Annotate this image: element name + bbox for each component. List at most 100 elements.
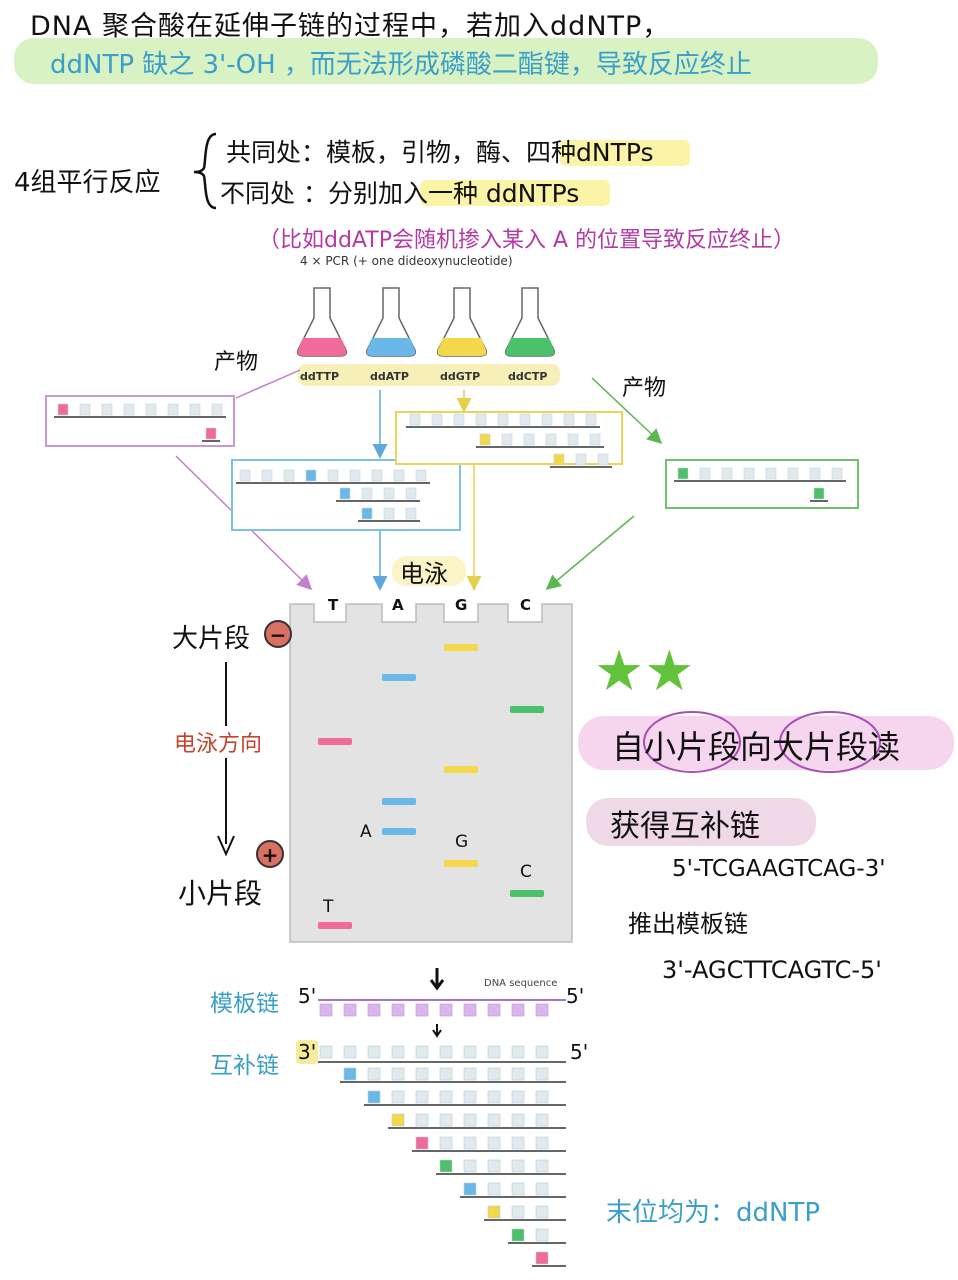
template-base — [439, 1003, 453, 1017]
fragment-cell — [327, 469, 339, 482]
flask-label-ddatp: ddATP — [370, 370, 409, 383]
fragment-cell — [743, 467, 755, 480]
header-line-1: DNA 聚合酸在延伸子链的过程中，若加入ddNTP， — [30, 11, 671, 42]
flask-ddgtp — [436, 287, 488, 357]
fragment-cell — [501, 433, 513, 446]
fragment-cell — [339, 487, 351, 500]
fragment-cell — [371, 469, 383, 482]
fragment-cell — [523, 433, 535, 446]
product-fragments — [45, 395, 859, 531]
ladder-base — [487, 1067, 501, 1081]
fragment-cell — [167, 403, 179, 416]
complement-base — [463, 1045, 477, 1059]
ladder-base — [463, 1113, 477, 1127]
down-arrow-small-icon — [432, 1024, 442, 1038]
template-base — [487, 1003, 501, 1017]
template-base — [391, 1003, 405, 1017]
fragment-cell — [453, 413, 465, 426]
ladder-base — [511, 1182, 525, 1196]
flask-label-ddgtp: ddGTP — [440, 370, 480, 383]
read-rule-text: 自小片段向大片段读 — [612, 728, 901, 766]
ladder-base — [511, 1228, 525, 1242]
fragment-cell — [589, 433, 601, 446]
ladder-base — [367, 1090, 381, 1104]
complement-base — [391, 1045, 405, 1059]
read-rule-highlight — [578, 716, 954, 770]
fragment-cell — [57, 403, 69, 416]
complement-strand-label: 互补链 — [210, 1053, 279, 1079]
fragment-cell — [585, 413, 597, 426]
header-highlight — [14, 38, 878, 84]
fragment-cell — [189, 403, 201, 416]
common-text: 共同处：模板，引物，酶、四种dNTPs — [226, 138, 654, 167]
product-box-t — [45, 395, 235, 447]
arrow-c-to-gel — [545, 515, 635, 590]
ladder-base — [415, 1113, 429, 1127]
flask-label-ddctp: ddCTP — [508, 370, 547, 383]
sequencing-ladder — [318, 968, 566, 1267]
flask-label-ddttp: ddTTP — [300, 370, 339, 383]
complement-sequence: 5'-TCGAAGTCAG-3' — [672, 856, 886, 882]
dna-sequence-caption: DNA sequence — [484, 978, 558, 989]
electrophoresis-highlight — [392, 556, 466, 586]
ladder-base — [463, 1136, 477, 1150]
fragment-cell — [831, 467, 843, 480]
band-label-c: C — [520, 862, 532, 882]
get-complement-text: 获得互补链 — [610, 809, 760, 844]
ladder-base — [463, 1067, 477, 1081]
fragment-cell — [699, 467, 711, 480]
ladder-base — [535, 1228, 549, 1242]
flask-ddatp — [365, 287, 417, 357]
fragment-cell — [541, 413, 553, 426]
fragment-cell — [813, 487, 825, 500]
ladder-base — [535, 1067, 549, 1081]
template-base — [319, 1003, 333, 1017]
fragment-cell — [567, 433, 579, 446]
ladder-base — [535, 1182, 549, 1196]
complement-base — [415, 1045, 429, 1059]
ladder-base — [511, 1067, 525, 1081]
different-highlight — [420, 180, 610, 206]
gel-band — [382, 798, 416, 805]
gel-band — [510, 890, 544, 897]
fragment-cell — [101, 403, 113, 416]
direction-label: 电泳方向 — [174, 726, 263, 758]
fragment-cell — [597, 453, 609, 466]
fragment-cell — [383, 507, 395, 520]
connector-c-product — [591, 377, 663, 445]
fragment-cell — [393, 469, 405, 482]
ladder-base — [511, 1090, 525, 1104]
band-label-t: T — [323, 897, 334, 917]
fragment-cell — [261, 469, 273, 482]
fragment-cell — [563, 413, 575, 426]
terminal-note: 末位均为：ddNTP — [606, 1198, 821, 1228]
ladder-base — [511, 1113, 525, 1127]
complement-base — [511, 1045, 525, 1059]
fragment-cell — [405, 507, 417, 520]
header-line-2: ddNTP 缺之 3'-OH ，而无法形成磷酸二酯键，导致反应终止 — [50, 50, 752, 80]
ladder-base — [511, 1205, 525, 1219]
product-box-c — [665, 459, 859, 509]
product-label-left: 产物 — [214, 350, 259, 375]
fragment-cell — [677, 467, 689, 480]
template-base — [535, 1003, 549, 1017]
gel-body — [289, 603, 573, 943]
plus-electrode-icon: + — [256, 840, 284, 868]
ladder-base — [487, 1113, 501, 1127]
fragment-cell — [361, 487, 373, 500]
gel-band — [382, 674, 416, 681]
complement-base — [367, 1045, 381, 1059]
ladder-base — [415, 1067, 429, 1081]
minus-electrode-icon: − — [264, 620, 292, 648]
template-base — [367, 1003, 381, 1017]
ladder-base — [415, 1090, 429, 1104]
ladder-base — [487, 1159, 501, 1173]
fragment-cell — [809, 467, 821, 480]
ladder-base — [487, 1090, 501, 1104]
ladder-base — [535, 1136, 549, 1150]
fragment-cell — [765, 467, 777, 480]
fragment-cell — [283, 469, 295, 482]
band-label-g: G — [455, 832, 469, 852]
fragment-cell — [349, 469, 361, 482]
direction-arrow-icon — [217, 662, 235, 857]
